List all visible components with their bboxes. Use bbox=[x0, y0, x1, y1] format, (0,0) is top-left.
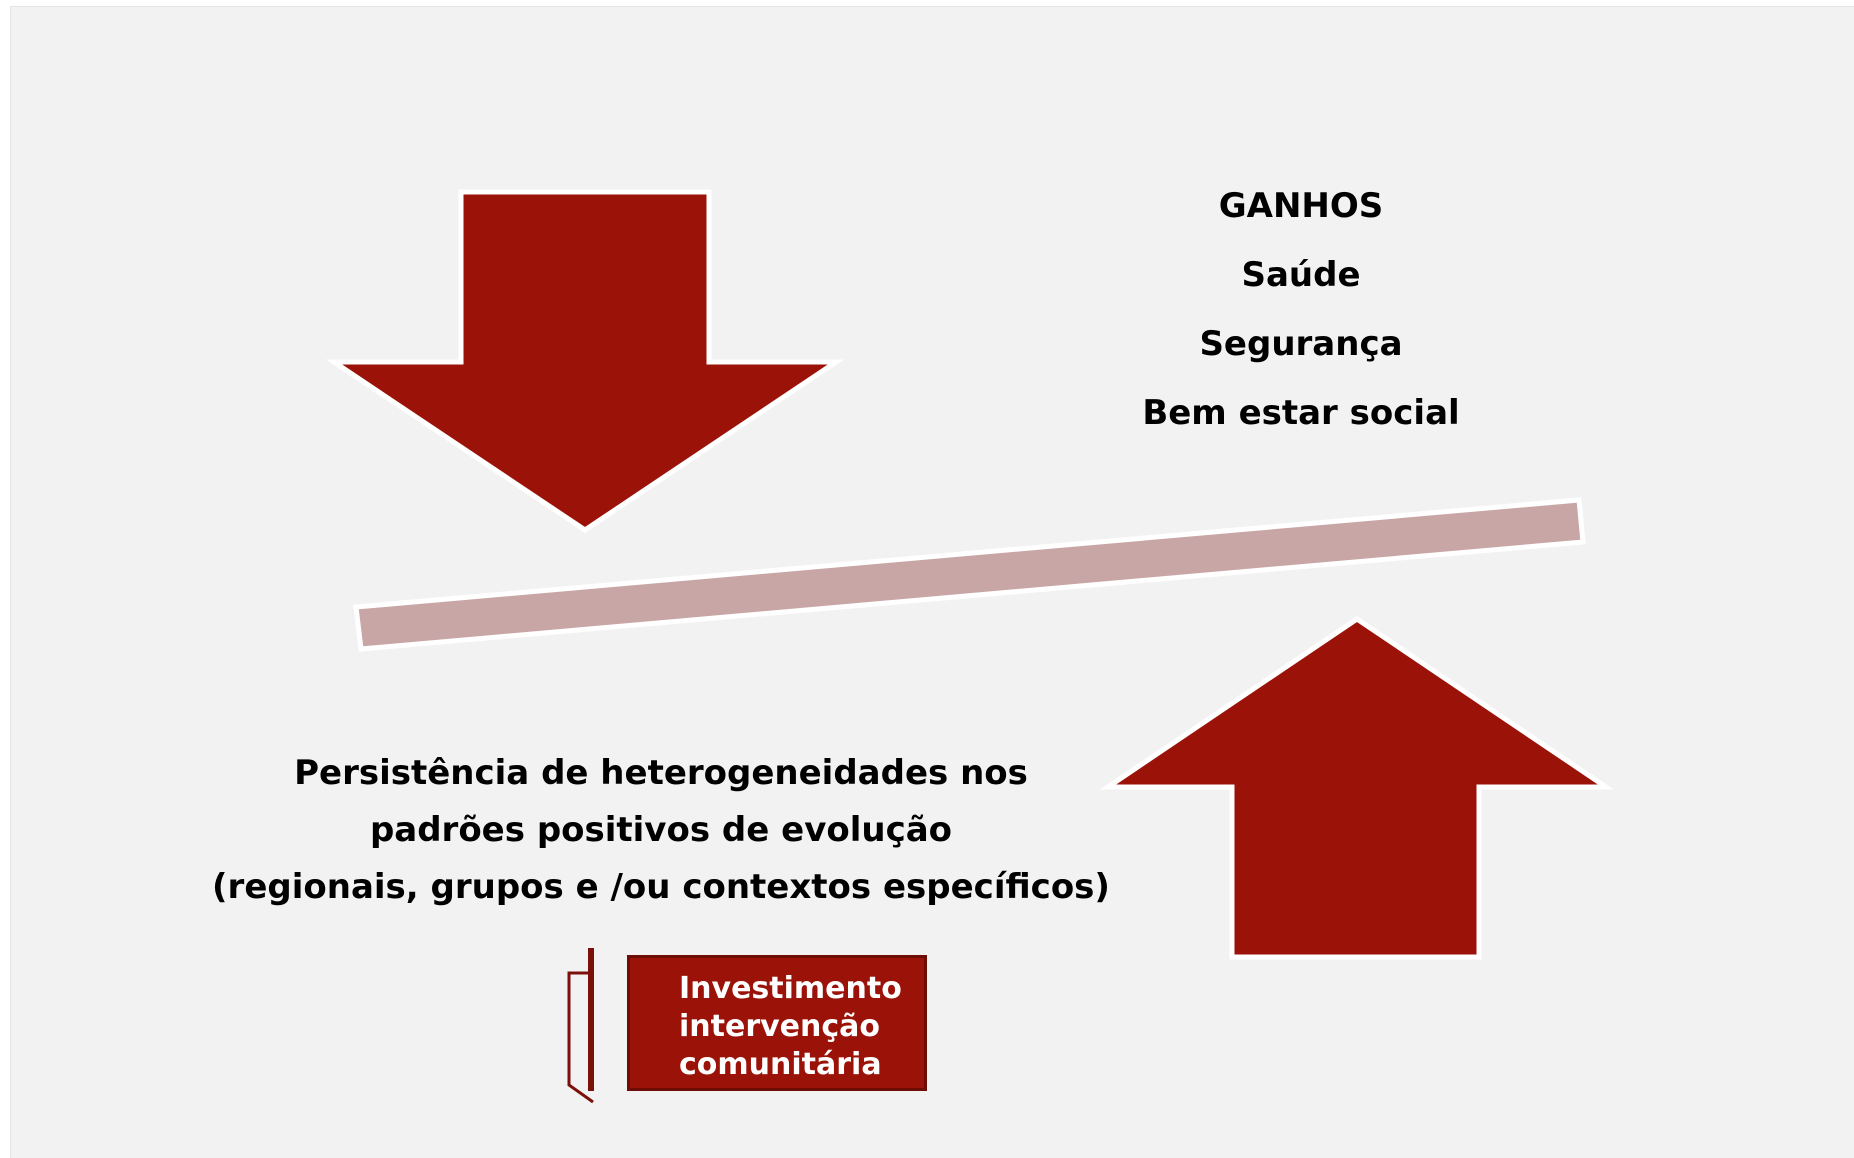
diagram-shapes bbox=[325, 189, 1615, 1104]
persistence-line-1: Persistência de heterogeneidades nos bbox=[294, 753, 1028, 793]
persistence-line-3: (regionais, grupos e /ou contextos espec… bbox=[212, 867, 1110, 907]
investment-line-2: intervenção bbox=[679, 1009, 881, 1044]
investment-box: Investimento intervenção comunitária bbox=[627, 955, 927, 1091]
down-arrow bbox=[325, 189, 845, 534]
gains-title: GANHOS bbox=[1218, 186, 1384, 226]
investment-line-3: comunitária bbox=[679, 1047, 882, 1082]
slide: GANHOS Saúde Segurança Bem estar social … bbox=[10, 6, 1854, 1158]
bracket-connector-inner bbox=[567, 971, 594, 1104]
up-arrow bbox=[1099, 615, 1615, 960]
gains-health: Saúde bbox=[1241, 255, 1361, 295]
gains-text: GANHOS Saúde Segurança Bem estar social bbox=[1011, 172, 1591, 448]
investment-line-1: Investimento bbox=[679, 971, 902, 1006]
gains-wellbeing: Bem estar social bbox=[1142, 393, 1460, 433]
persistence-text: Persistência de heterogeneidades nos pad… bbox=[161, 745, 1161, 916]
gains-safety: Segurança bbox=[1199, 324, 1403, 364]
lever-bar bbox=[353, 497, 1586, 652]
persistence-line-2: padrões positivos de evolução bbox=[369, 810, 953, 850]
